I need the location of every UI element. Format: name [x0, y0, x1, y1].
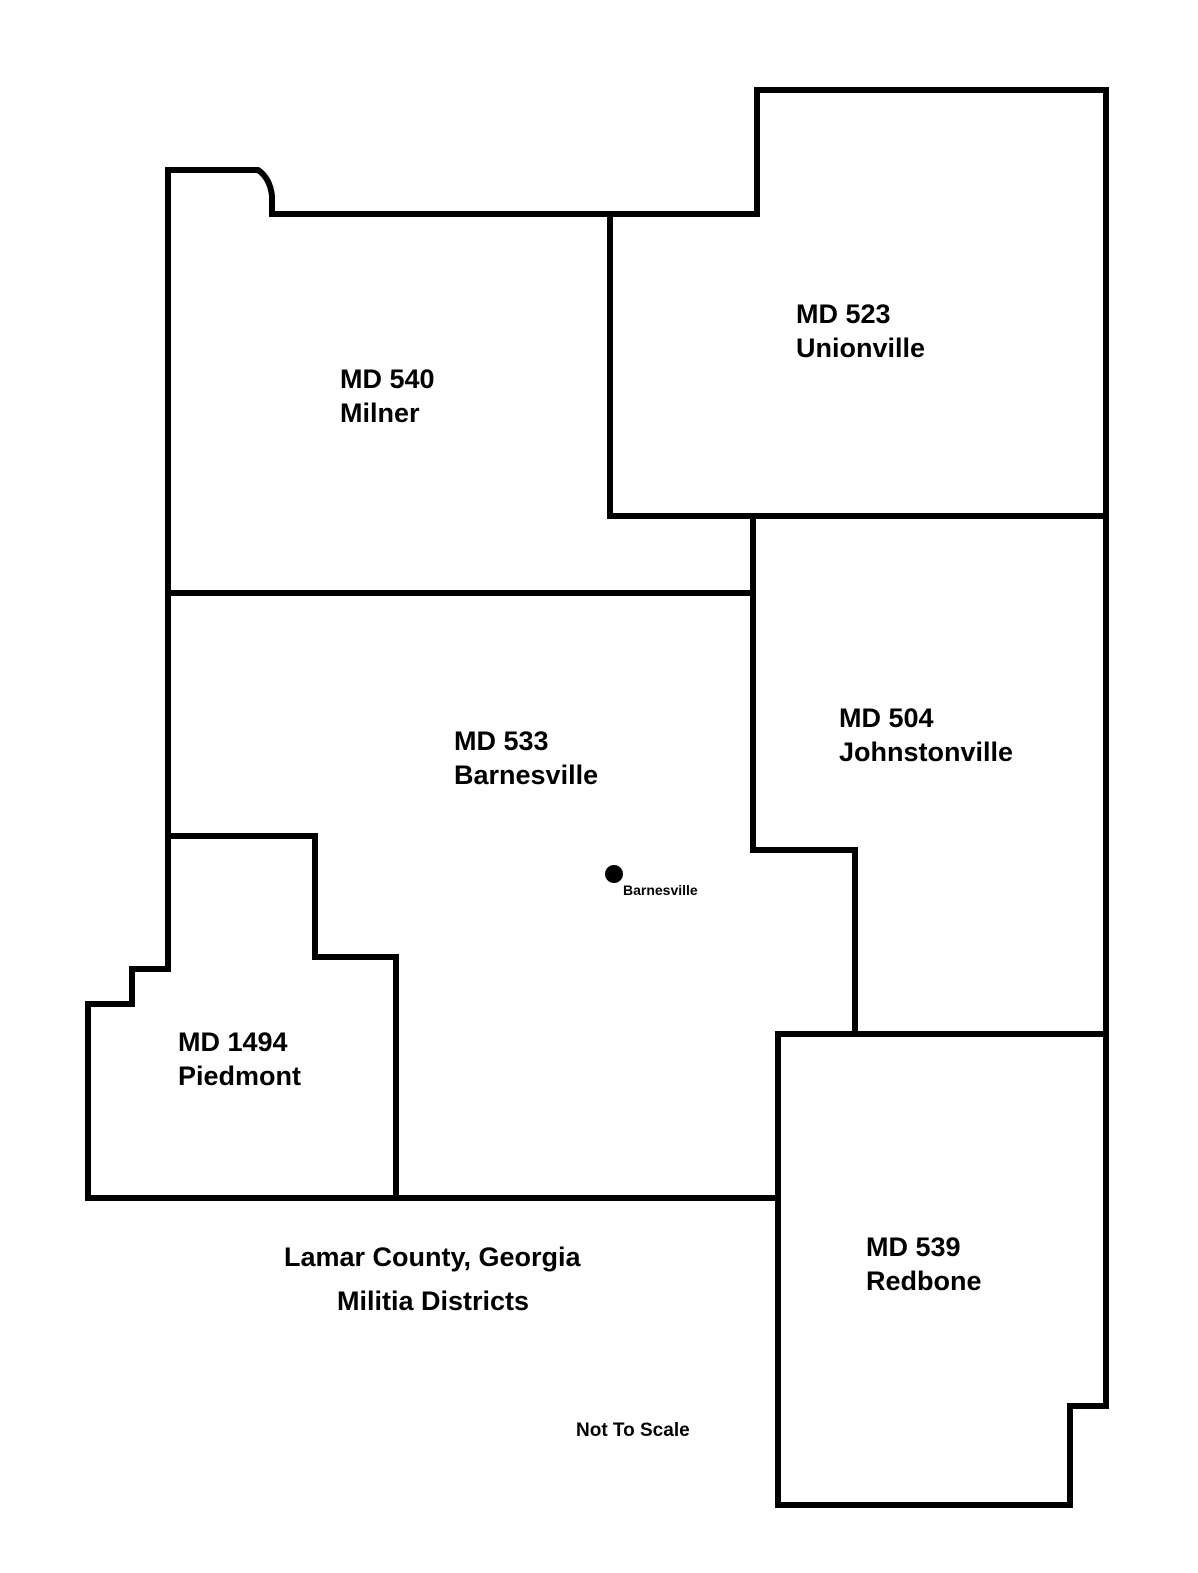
boundary-piedmont [165, 833, 399, 1198]
map-title-line1: Lamar County, Georgia [284, 1242, 581, 1272]
district-label-redbone: MD 539 Redbone [866, 1232, 982, 1296]
district-label-johnstonville: MD 504 Johnstonville [839, 703, 1014, 767]
not-to-scale-note: Not To Scale [576, 1420, 690, 1441]
map-title-line2: Militia Districts [337, 1286, 530, 1316]
district-label-barnesville: MD 533 Barnesville [454, 726, 599, 790]
county-boundary [85, 87, 1109, 1508]
city-label-barnesville: Barnesville [623, 882, 698, 898]
boundary-milner-unionville [607, 214, 1106, 519]
barnesville-city-marker [605, 865, 623, 883]
district-label-piedmont: MD 1494 Piedmont [178, 1027, 302, 1091]
district-label-milner: MD 540 Milner [340, 364, 435, 428]
district-label-unionville: MD 523 Unionville [796, 299, 926, 363]
boundary-barnesville-johnstonville [750, 516, 858, 1034]
boundary-johnstonville-redbone [775, 1031, 1106, 1198]
